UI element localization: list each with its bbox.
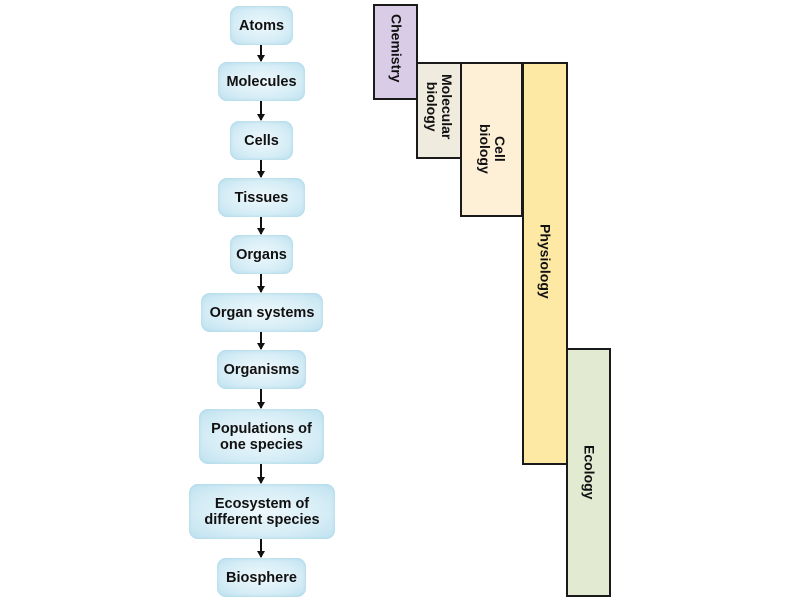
level-label: Molecules	[226, 73, 297, 90]
field-chemistry: Chemistry	[373, 4, 418, 100]
level-label: Tissues	[234, 189, 289, 206]
arrow	[257, 539, 265, 558]
arrow	[257, 217, 265, 235]
level-cells: Cells	[230, 121, 293, 160]
arrow	[257, 274, 265, 293]
level-label: Organisms	[223, 361, 300, 378]
field-ecology: Ecology	[566, 348, 611, 597]
field-label-chemistry: Chemistry	[388, 14, 404, 83]
level-label: Ecosystem of different species	[204, 495, 320, 528]
level-ecosystem: Ecosystem of different species	[189, 484, 335, 539]
arrow	[257, 101, 265, 121]
level-biosphere: Biosphere	[217, 558, 306, 597]
level-organs: Organs	[230, 235, 293, 274]
field-physiology: Physiology	[522, 62, 568, 465]
level-molecules: Molecules	[218, 62, 305, 101]
level-label: Atoms	[238, 17, 285, 34]
arrow	[257, 464, 265, 484]
field-label-physiology: Physiology	[537, 224, 554, 299]
level-organ-systems: Organ systems	[201, 293, 323, 332]
field-label-ecology: Ecology	[581, 445, 597, 500]
field-molecular-biology: Molecular biology	[416, 62, 462, 159]
arrow	[257, 389, 265, 409]
level-tissues: Tissues	[218, 178, 305, 217]
arrow	[257, 45, 265, 62]
level-label: Organs	[236, 246, 287, 263]
field-cell-biology: Cell biology	[460, 62, 523, 217]
field-label-cell-biology: Cell biology	[476, 124, 508, 174]
arrow	[257, 160, 265, 178]
level-label: Populations of one species	[211, 420, 312, 453]
level-label: Biosphere	[226, 569, 297, 586]
field-label-molecular-biology: Molecular biology	[424, 74, 455, 140]
level-label: Cells	[244, 132, 279, 149]
level-populations: Populations of one species	[199, 409, 324, 464]
level-label: Organ systems	[209, 304, 315, 321]
level-atoms: Atoms	[230, 6, 293, 45]
arrow	[257, 332, 265, 350]
level-organisms: Organisms	[217, 350, 306, 389]
